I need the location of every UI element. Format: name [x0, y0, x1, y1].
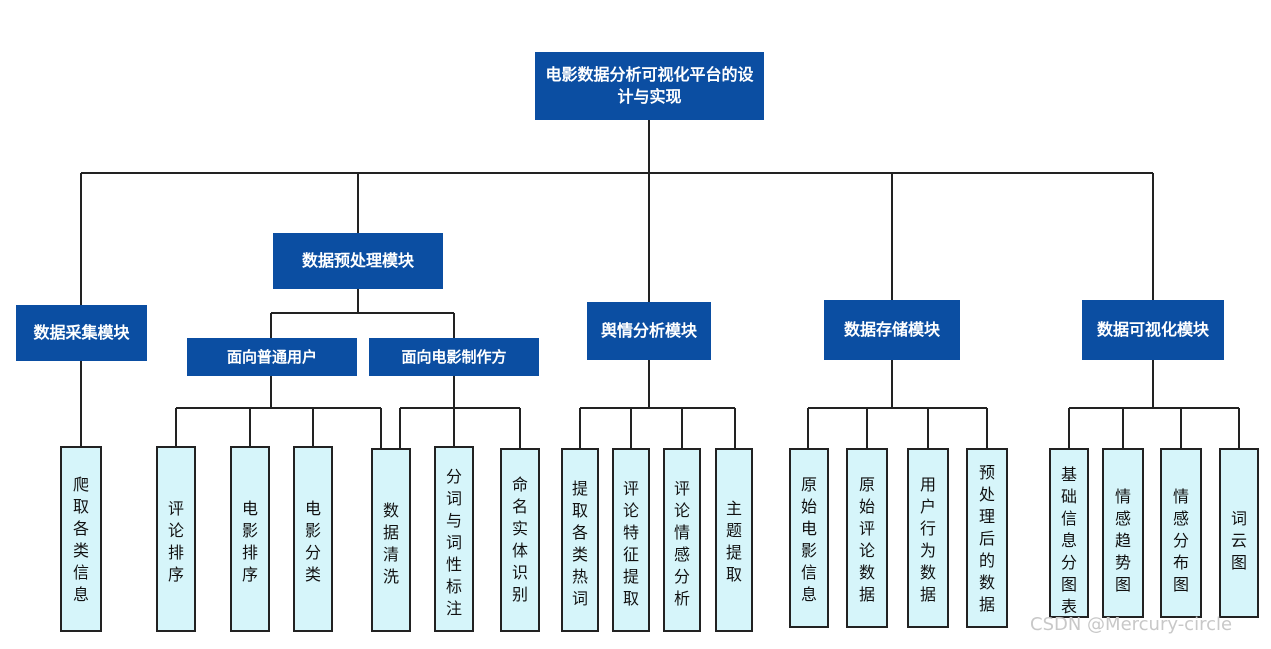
module-storage: 数据存储模块 — [824, 300, 960, 360]
leaf-sentiment-label: 评论情感分析 — [673, 479, 690, 608]
leaf-feature: 评论特征提取 — [612, 448, 650, 632]
leaf-dist-label: 情感分布图 — [1172, 487, 1189, 594]
leaf-wordcloud: 词云图 — [1219, 448, 1259, 618]
module-opinion: 舆情分析模块 — [587, 302, 711, 360]
module-preprocess: 数据预处理模块 — [273, 233, 443, 289]
leaf-trend: 情感趋势图 — [1102, 448, 1144, 618]
leaf-movie-rank: 电影排序 — [230, 446, 270, 632]
sub-normal-user: 面向普通用户 — [187, 338, 357, 376]
leaf-raw-movie-label: 原始电影信息 — [800, 475, 817, 604]
leaf-processed: 预处理后的数据 — [966, 448, 1008, 628]
module-visual-label: 数据可视化模块 — [1096, 320, 1209, 339]
leaf-movie-class: 电影分类 — [293, 446, 333, 632]
leaf-processed-label: 预处理后的数据 — [978, 463, 995, 614]
leaf-movie-rank-label: 电影排序 — [241, 499, 258, 584]
root-label: 电影数据分析可视化平台的设计与实现 — [545, 65, 754, 106]
leaf-sentiment: 评论情感分析 — [663, 448, 701, 632]
leaf-wordcloud-label: 词云图 — [1230, 509, 1247, 572]
module-collect-label: 数据采集模块 — [33, 323, 130, 342]
leaf-ner: 命名实体识别 — [500, 448, 540, 632]
leaf-crawl-label: 爬取各类信息 — [72, 475, 89, 604]
leaf-segment: 分词与词性标注 — [434, 446, 474, 632]
leaf-dist: 情感分布图 — [1160, 448, 1202, 618]
leaf-hot-words: 提取各类热词 — [561, 448, 599, 632]
module-storage-label: 数据存储模块 — [843, 320, 940, 339]
leaf-clean-label: 数据清洗 — [382, 501, 399, 586]
leaf-movie-class-label: 电影分类 — [304, 499, 321, 584]
sub-producer-label: 面向电影制作方 — [401, 348, 507, 366]
leaf-trend-label: 情感趋势图 — [1114, 487, 1131, 594]
leaf-user-behavior: 用户行为数据 — [907, 448, 949, 628]
module-preprocess-label: 数据预处理模块 — [301, 251, 414, 270]
leaf-raw-comment: 原始评论数据 — [846, 448, 888, 628]
leaf-hot-words-label: 提取各类热词 — [571, 479, 588, 608]
leaf-comment-rank-label: 评论排序 — [167, 499, 184, 584]
sub-producer: 面向电影制作方 — [369, 338, 539, 376]
leaf-basic-chart: 基础信息分图表 — [1049, 448, 1089, 618]
root-node: 电影数据分析可视化平台的设计与实现 — [535, 52, 764, 120]
watermark: CSDN @Mercury-circle — [1030, 614, 1233, 635]
leaf-clean: 数据清洗 — [371, 448, 411, 632]
leaf-user-behavior-label: 用户行为数据 — [919, 475, 936, 604]
module-collect: 数据采集模块 — [16, 305, 147, 361]
leaf-topic: 主题提取 — [715, 448, 753, 632]
leaf-raw-movie: 原始电影信息 — [789, 448, 829, 628]
leaf-ner-label: 命名实体识别 — [511, 475, 528, 604]
module-visual: 数据可视化模块 — [1082, 300, 1224, 360]
leaf-raw-comment-label: 原始评论数据 — [858, 475, 875, 604]
sub-normal-user-label: 面向普通用户 — [226, 348, 317, 366]
module-opinion-label: 舆情分析模块 — [600, 321, 697, 340]
leaf-crawl: 爬取各类信息 — [60, 446, 102, 632]
leaf-basic-chart-label: 基础信息分图表 — [1060, 465, 1077, 616]
leaf-feature-label: 评论特征提取 — [622, 479, 639, 608]
leaf-segment-label: 分词与词性标注 — [445, 467, 462, 618]
leaf-comment-rank: 评论排序 — [156, 446, 196, 632]
leaf-topic-label: 主题提取 — [725, 499, 742, 584]
